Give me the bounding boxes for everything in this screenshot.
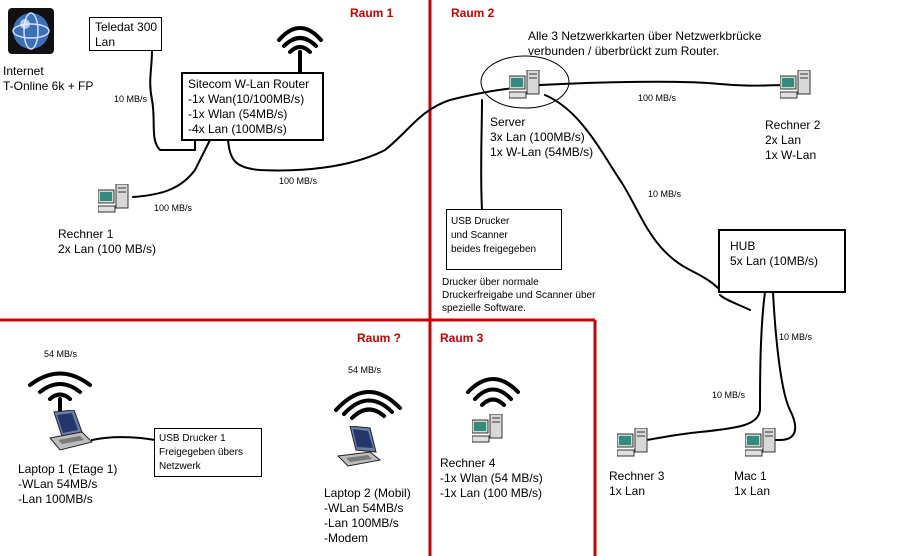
hub-box: HUB 5x Lan (10MB/s)	[718, 229, 846, 293]
laptop-icon	[49, 409, 93, 451]
speed-label-server-hub: 10 MB/s	[648, 189, 682, 199]
usb-drucker1-box: USB Drucker 1 Freigegeben übers Netzwerk	[154, 428, 262, 477]
internet-label: Internet T-Online 6k + FP	[3, 64, 94, 93]
computer-icon	[779, 69, 811, 99]
room-label-raum-1: Raum 1	[350, 6, 394, 20]
speed-label-teledat-router: 10 MB/s	[114, 94, 148, 104]
laptop1-label: Laptop 1 (Etage 1) -WLan 54MB/s -Lan 100…	[18, 462, 118, 506]
rechner4-node	[471, 413, 506, 451]
speed-label-hub-rechner3: 10 MB/s	[712, 390, 746, 400]
computer-icon	[744, 427, 776, 457]
rechner2-label: Rechner 2 2x Lan 1x W-Lan	[765, 118, 821, 162]
computer-icon	[508, 69, 540, 99]
rechner3-node	[616, 427, 651, 465]
server-label: Server 3x Lan (100MB/s) 1x W-Lan (54MB/s…	[490, 115, 594, 159]
speed-label-hub-mac1: 10 MB/s	[779, 332, 813, 342]
rechner4-label: Rechner 4 -1x Wlan (54 MB/s) -1x Lan (10…	[440, 456, 543, 500]
server-node	[508, 69, 543, 107]
laptop1-node	[48, 409, 94, 457]
cable-server-usb	[480, 99, 483, 211]
wifi-signal-icon	[28, 371, 92, 414]
cable-server-rechner2	[539, 80, 791, 87]
cable-rechner1-router	[132, 139, 211, 198]
server-bridge-ellipse	[480, 55, 570, 109]
room-borders	[0, 0, 597, 556]
usb-drucker-note: Drucker über normale Druckerfreigabe und…	[442, 277, 596, 314]
cable-router-server	[227, 87, 516, 172]
cable-server-hub	[544, 94, 721, 291]
room-label-raum-unknown: Raum ?	[357, 331, 402, 345]
internet-node	[8, 8, 54, 54]
wifi-signal-icon	[334, 390, 402, 420]
laptop2-label: Laptop 2 (Mobil) -WLan 54MB/s -Lan 100MB…	[324, 486, 411, 545]
rechner2-node	[779, 69, 814, 107]
speed-label-rechner1-router: 100 MB/s	[154, 203, 193, 213]
speed-label-router-server: 100 MB/s	[279, 176, 318, 186]
cable-teledat-router	[149, 49, 196, 151]
speed-label-server-rechner2: 100 MB/s	[638, 93, 677, 103]
mac1-label: Mac 1 1x Lan	[734, 469, 771, 498]
rechner1-node	[97, 183, 132, 221]
cable-hub-mac1	[769, 291, 797, 441]
computer-icon	[616, 427, 648, 457]
cable-laptop1-usb	[91, 436, 156, 441]
room-label-raum-3: Raum 3	[440, 331, 484, 345]
router-box: Sitecom W-Lan Router -1x Wan(10/100MB/s)…	[181, 72, 324, 141]
computer-icon	[97, 183, 129, 213]
computer-icon	[471, 413, 503, 443]
speed-label-laptop1: 54 MB/s	[44, 349, 78, 359]
server-bridge-note: Alle 3 Netzwerkkarten über Netzwerkbrück…	[528, 29, 762, 58]
cable-hub-laptop-down	[719, 294, 751, 311]
laptop2-node	[336, 425, 382, 473]
usb-drucker-scanner-box: USB Drucker und Scanner beides freigegeb…	[446, 209, 562, 270]
wifi-signal-icon	[466, 377, 520, 407]
cable-hub-rechner3	[644, 291, 766, 441]
teledat-modem-box: Teledat 300 Lan	[89, 17, 162, 51]
room-label-raum-2: Raum 2	[451, 6, 495, 20]
globe-icon	[12, 12, 50, 50]
laptop-icon	[336, 425, 382, 467]
rechner1-label: Rechner 1 2x Lan (100 MB/s)	[58, 227, 157, 256]
mac1-node	[744, 427, 779, 465]
wifi-signal-icon	[277, 26, 323, 74]
speed-label-laptop2: 54 MB/s	[348, 365, 382, 375]
rechner3-label: Rechner 3 1x Lan	[609, 469, 665, 498]
